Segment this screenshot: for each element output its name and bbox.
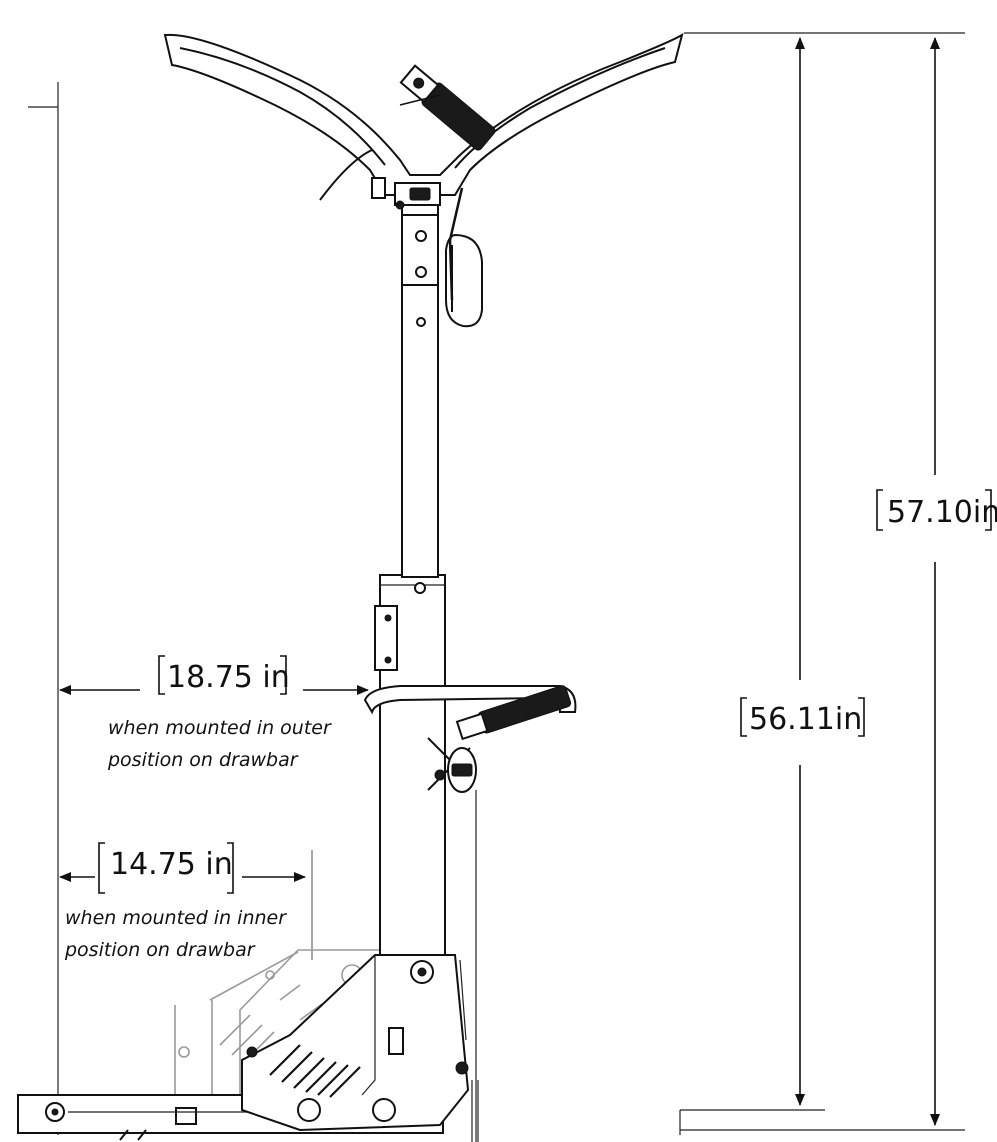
inner-reach-label: 14.75 in	[110, 847, 233, 882]
carabiner	[445, 187, 483, 328]
extension-lines	[28, 32, 965, 1135]
foot-rest	[363, 685, 577, 1142]
outer-reach-dimension: 18.75 in when mounted in outer position …	[59, 655, 369, 771]
handlebar	[163, 32, 684, 210]
outer-note-line2: position on drawbar	[107, 749, 299, 771]
height-dimension-56: 56.11in	[740, 37, 865, 1106]
height-dimension-57: 57.10in	[876, 37, 997, 1126]
mount-height-label: 56.11in	[749, 702, 862, 737]
inner-note-line1: when mounted in inner	[65, 907, 287, 929]
lower-post	[374, 574, 446, 956]
inner-note-line2: position on drawbar	[64, 939, 256, 961]
mount-bracket	[241, 954, 479, 1142]
upper-post	[401, 204, 439, 578]
outer-note-line1: when mounted in outer	[108, 717, 332, 739]
overall-height-label: 57.10in	[887, 495, 997, 530]
outer-reach-label: 18.75 in	[167, 660, 290, 695]
inner-reach-dimension: 14.75 in when mounted in inner position …	[59, 842, 306, 961]
